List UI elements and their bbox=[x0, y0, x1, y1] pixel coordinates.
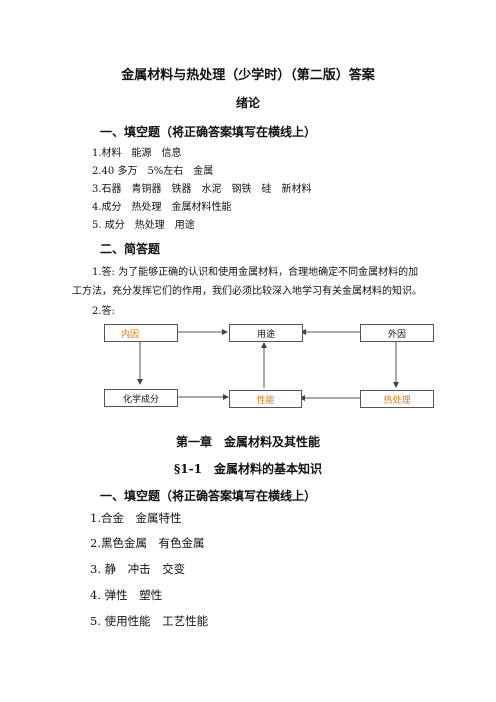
chapter-title: 第一章 金属材料及其性能 bbox=[175, 435, 320, 449]
chapter-fill-in-heading: 一、填空题（将正确答案填写在横线上） bbox=[100, 489, 317, 503]
fill-in-item: 1.材料 能源 信息 bbox=[92, 148, 182, 159]
answer-1-line-2: 工方法，充分发挥它们的作用，我们必须比较深入地学习有关金属材料的知识。 bbox=[72, 286, 422, 297]
heat-treatment-box: 热处理 bbox=[360, 390, 434, 408]
fill-in-item: 5. 成分 热处理 用途 bbox=[92, 220, 195, 231]
chapter-fill-in-item: 3. 静 冲击 交变 bbox=[90, 562, 186, 576]
fill-in-item: 2.40 多万 5%左右 金属 bbox=[92, 166, 214, 177]
performance-box: 性能 bbox=[229, 390, 302, 408]
short-answer-heading: 二、简答题 bbox=[100, 242, 161, 256]
chapter-fill-in-item: 5. 使用性能 工艺性能 bbox=[90, 614, 209, 628]
fill-in-item: 3.石器 青铜器 铁器 水泥 钢铁 硅 新材料 bbox=[92, 184, 312, 195]
document-title: 金属材料与热处理（少学时）（第二版）答案 bbox=[121, 68, 375, 83]
answer-2-label: 2.答: bbox=[92, 306, 115, 317]
chapter-fill-in-item: 4. 弹性 塑性 bbox=[90, 588, 163, 602]
intro-heading: 绪论 bbox=[235, 96, 260, 110]
external-cause-box: 外因 bbox=[360, 324, 434, 342]
chapter-fill-in-item: 1.合金 金属特性 bbox=[90, 511, 182, 525]
chemical-composition-box: 化学成分 bbox=[104, 389, 178, 407]
fill-in-item: 4.成分 热处理 金属材料性能 bbox=[92, 202, 232, 213]
section-title: §1-1 金属材料的基本知识 bbox=[174, 462, 322, 476]
internal-cause-box: 内因 bbox=[104, 324, 178, 342]
chapter-fill-in-item: 2.黑色金属 有色金属 bbox=[90, 536, 205, 550]
fill-in-heading: 一、填空题（将正确答案填写在横线上） bbox=[100, 125, 317, 139]
answer-1-line-1: 1.答: 为了能够正确的认识和使用金属材料，合理地确定不同金属材料的加 bbox=[92, 267, 419, 278]
use-box: 用途 bbox=[229, 324, 303, 342]
